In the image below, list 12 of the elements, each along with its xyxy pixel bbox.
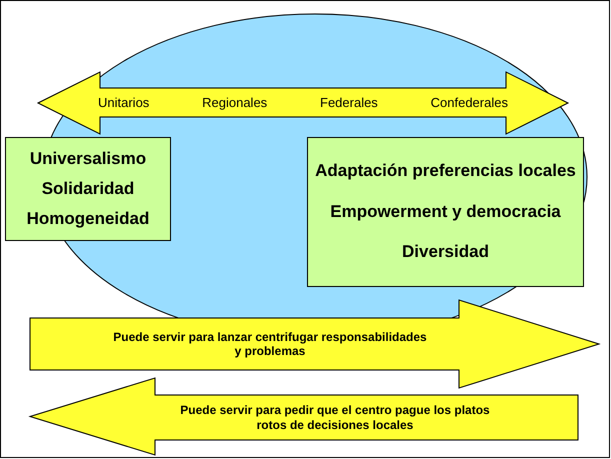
node-label: Empowerment y democracia	[330, 202, 561, 222]
node-label: Puede servir para pedir que el centro pague los platos rotos de decisiones locales	[179, 403, 491, 432]
node-label: Federales	[320, 94, 378, 110]
node-label: Confederales	[430, 94, 508, 110]
node-label: Universalismo	[30, 148, 146, 170]
node-label: Puede servir para lanzar centrifugar responsabilidades y problemas	[112, 330, 428, 358]
node-label: Unitarios	[98, 94, 150, 110]
node-label: Homogeneidad	[26, 208, 150, 230]
node-label: Adaptación preferencias locales	[315, 161, 576, 182]
node-label: Diversidad	[402, 242, 489, 263]
node-label: Regionales	[202, 94, 268, 110]
node-label: Solidaridad	[42, 178, 134, 200]
